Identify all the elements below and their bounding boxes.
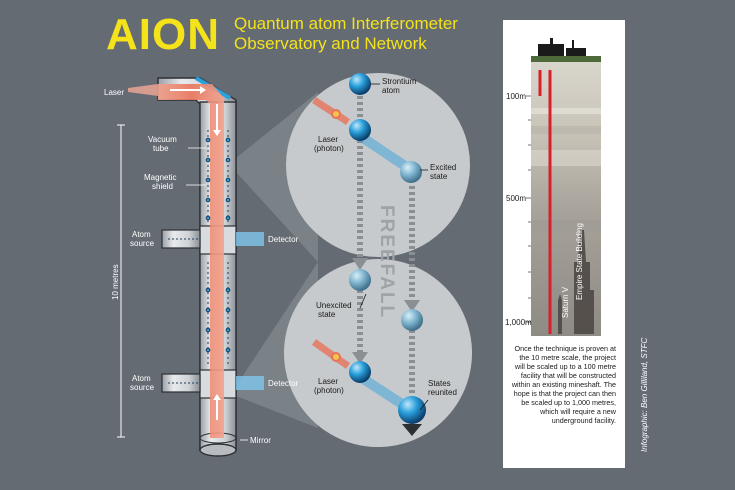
title-subtitle: Quantum atom Interferometer Observatory …: [234, 14, 458, 54]
label-atom-source-bottom-1: Atom: [132, 374, 151, 383]
laser-beam: [128, 84, 224, 438]
label-atom-source-top-2: source: [130, 239, 155, 248]
label-reunited-2: reunited: [428, 388, 457, 397]
label-excited-1: Excited: [430, 163, 456, 172]
label-magnetic-2: shield: [152, 182, 173, 191]
depth-100m: 100m: [506, 92, 526, 101]
freefall-label: FREEFALL: [376, 205, 397, 319]
excited-beam-top: [357, 131, 411, 173]
label-saturn-v: Saturn V: [561, 286, 570, 318]
label-unexcited-1: Unexcited: [316, 301, 352, 310]
label-empire-state: Empire State Building: [575, 223, 584, 300]
zoom-leaders: [359, 83, 429, 411]
title-line-2: Observatory and Network: [234, 34, 427, 53]
label-vacuum-1: Vacuum: [148, 135, 177, 144]
depth-500m: 500m: [506, 194, 526, 203]
label-reunited-1: States: [428, 379, 451, 388]
atom-unexcited: [349, 269, 371, 291]
magnetic-shield: [205, 130, 231, 366]
label-laser-top-1: Laser: [318, 135, 338, 144]
label-atom-source-top-1: Atom: [132, 230, 151, 239]
atom-right-falling: [401, 309, 423, 331]
height-bracket: [117, 124, 125, 438]
label-detector-bottom: Detector: [268, 379, 299, 388]
label-strontium-1: Strontium: [382, 77, 417, 86]
label-laser-bottom-2: (photon): [314, 386, 344, 395]
atom-laser-top: [349, 119, 371, 141]
reunited-arrow-icon: [402, 424, 422, 436]
atom-reunited: [398, 396, 426, 424]
label-strontium-2: atom: [382, 86, 400, 95]
ground-cross-section: [531, 38, 601, 336]
label-mirror: Mirror: [250, 436, 271, 445]
caption-text: Once the technique is proven at the 10 m…: [511, 344, 616, 425]
label-laser-top-2: (photon): [314, 144, 344, 153]
height-label: 10 metres: [111, 264, 120, 300]
empire-state-silhouette: [574, 230, 594, 334]
arm-top: [161, 229, 264, 249]
trajectory-left: [352, 140, 368, 364]
zoom-circle-top: [286, 73, 470, 257]
label-detector-top: Detector: [268, 235, 299, 244]
label-atom-source-bottom-2: source: [130, 383, 155, 392]
depth-1000m: 1,000m: [505, 318, 532, 327]
atom-excited: [400, 161, 422, 183]
laser-photon-top: [312, 97, 350, 125]
label-laser: Laser: [104, 88, 124, 97]
zoom-circle-bottom: [284, 259, 472, 447]
label-excited-2: state: [430, 172, 448, 181]
tube-labels: [186, 147, 248, 441]
atom-laser-bottom: [349, 361, 371, 383]
label-magnetic-1: Magnetic: [144, 173, 176, 182]
label-laser-bottom-1: Laser: [318, 377, 338, 386]
atom-strontium: [349, 73, 371, 95]
label-vacuum-2: tube: [153, 144, 169, 153]
laser-photon-bottom: [311, 339, 351, 369]
credit-text: Infographic: Ben Gilliland, STFC: [640, 337, 649, 452]
trajectory-right: [404, 186, 420, 394]
depth-ticks: [526, 95, 531, 323]
label-unexcited-2: state: [318, 310, 336, 319]
title-line-1: Quantum atom Interferometer: [234, 14, 458, 33]
title-main: AION: [106, 10, 220, 59]
arm-bottom: [161, 373, 264, 393]
saturn-v-silhouette: [558, 294, 562, 334]
